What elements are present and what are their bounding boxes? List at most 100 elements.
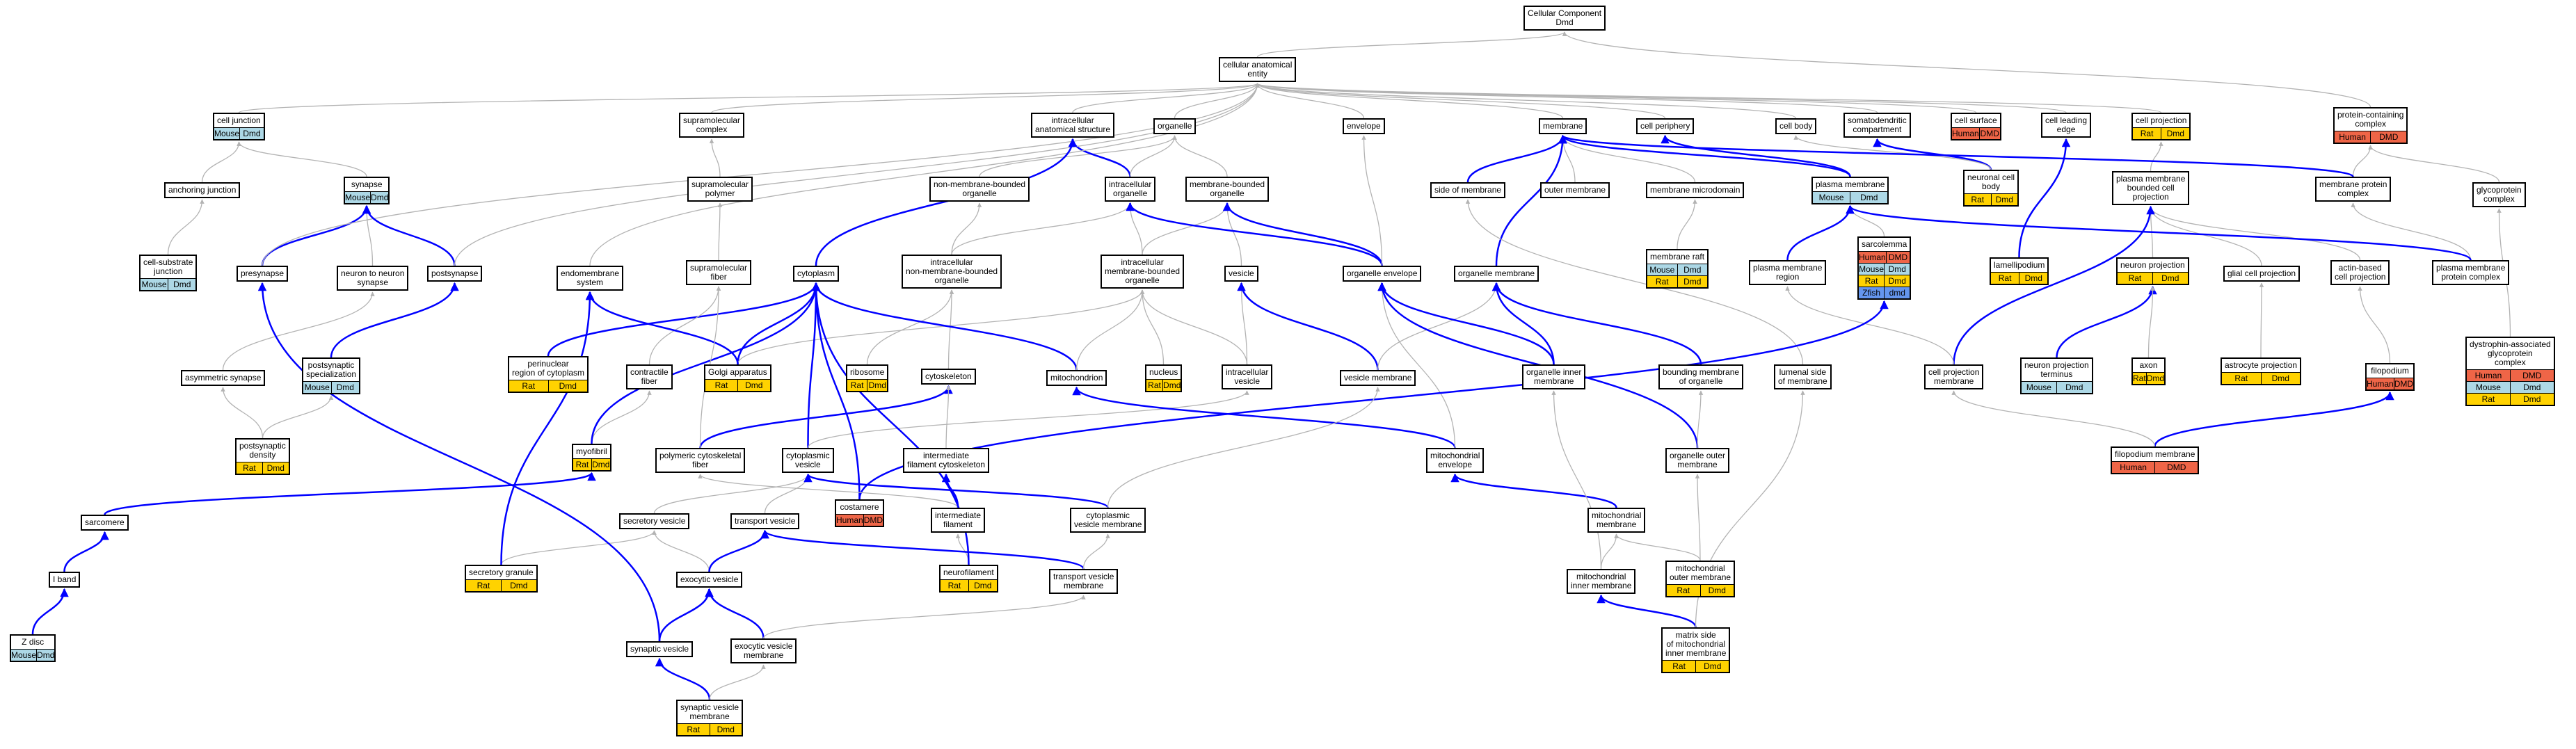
node-cell-body[interactable]: cell body xyxy=(1775,118,1817,134)
node-glial-projection[interactable]: glial cell projection xyxy=(2223,266,2301,282)
node-org-envelope[interactable]: organelle envelope xyxy=(1343,266,1422,282)
node-postsynapse[interactable]: postsynapse xyxy=(427,266,483,282)
node-vesicle-membrane[interactable]: vesicle membrane xyxy=(1340,370,1416,386)
node-organelle[interactable]: organelle xyxy=(1153,118,1197,134)
node-org-membrane[interactable]: organelle membrane xyxy=(1454,266,1539,282)
node-secretory-vesicle[interactable]: secretory vesicle xyxy=(619,513,690,529)
node-i-band[interactable]: I band xyxy=(49,572,81,588)
node-cytoskeleton[interactable]: cytoskeleton xyxy=(921,369,976,385)
node-vesicle[interactable]: vesicle xyxy=(1224,266,1258,282)
node-exocytic-vesicle[interactable]: exocytic vesicle xyxy=(676,572,743,588)
node-presynapse[interactable]: presynapse xyxy=(237,266,289,282)
node-asym-synapse[interactable]: asymmetric synapse xyxy=(181,370,266,386)
node-cytoplasm[interactable]: cytoplasm xyxy=(793,266,840,282)
node-synaptic-vesicle[interactable]: synaptic vesicle xyxy=(626,641,694,657)
node-side-membrane[interactable]: side of membrane xyxy=(1430,182,1506,198)
node-cell-periphery[interactable]: cell periphery xyxy=(1636,118,1695,134)
node-transport-vesicle[interactable]: transport vesicle xyxy=(730,513,800,529)
node-envelope[interactable]: envelope xyxy=(1343,118,1385,134)
node-sarcomere[interactable]: sarcomere xyxy=(81,515,129,531)
node-mitochondrion[interactable]: mitochondrion xyxy=(1046,370,1107,386)
edge-part-of xyxy=(1237,282,1379,371)
node-outer-membrane[interactable]: outer membrane xyxy=(1540,182,1610,198)
node-label-line: postsynapse xyxy=(431,268,479,278)
node-anchoring[interactable]: anchoring junction xyxy=(164,182,241,198)
node-membrane[interactable]: membrane xyxy=(1539,118,1587,134)
node-mem-microdomain[interactable]: membrane microdomain xyxy=(1646,182,1745,198)
edge-part-of xyxy=(261,204,371,266)
gene-symbol: Dmd xyxy=(168,279,196,290)
